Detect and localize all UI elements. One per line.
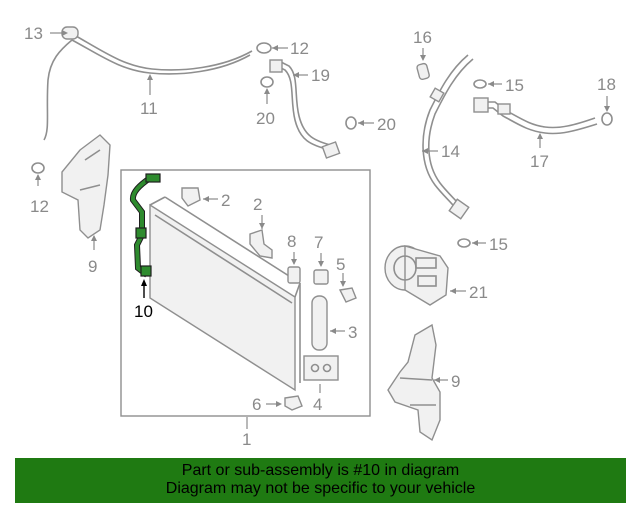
part-9-air-guide-left	[61, 134, 111, 239]
part-2-bracket-mid	[249, 229, 273, 259]
part-12-oring-top	[256, 42, 272, 54]
arrow-20b	[358, 120, 364, 126]
callout-8: 8	[287, 232, 296, 251]
callout-6: 6	[252, 395, 261, 414]
arrow-6	[276, 401, 282, 407]
part-18-oring	[601, 112, 613, 126]
arrow-14	[422, 148, 428, 154]
arrow-13	[62, 30, 68, 36]
arrow-5	[340, 281, 346, 287]
callout-12a: 12	[290, 39, 309, 58]
part-20-oring-left	[260, 76, 274, 88]
callout-20a: 20	[256, 109, 275, 128]
part-15-oring-top	[473, 79, 487, 89]
callout-11: 11	[140, 99, 158, 118]
callout-1: 1	[242, 430, 251, 449]
arrow-15b	[472, 240, 478, 246]
part-20-oring-right	[345, 116, 357, 130]
part-17-pipe	[473, 97, 598, 135]
arrow-7	[318, 261, 324, 267]
part-8-desiccant	[287, 266, 301, 284]
callout-19: 19	[311, 66, 330, 85]
part-16-cap	[416, 62, 430, 81]
part-21-compressor	[384, 245, 449, 306]
part-19-hose	[269, 59, 341, 159]
arrow-21	[450, 288, 456, 294]
part-6-bracket-bottom	[284, 395, 303, 411]
arrow-8	[291, 259, 297, 265]
arrow-12b	[35, 174, 41, 180]
part-10-highlighted-pipe	[129, 173, 161, 278]
info-banner: Part or sub-assembly is #10 in diagram D…	[15, 458, 626, 503]
arrow-16	[420, 55, 426, 61]
part-15-oring-bottom	[457, 238, 471, 248]
part-11-hose	[43, 26, 253, 141]
part-5-clip	[338, 287, 357, 303]
part-12-oring-left	[31, 162, 45, 174]
arrow-10	[141, 279, 147, 286]
arrow-12a	[272, 45, 278, 51]
arrow-18	[604, 106, 610, 112]
part-14-hose	[422, 54, 474, 220]
callout-16: 16	[413, 28, 432, 47]
arrow-9b	[434, 377, 440, 383]
callout-17: 17	[530, 152, 549, 171]
part-3-receiver-tank	[311, 295, 328, 351]
arrow-2a	[203, 196, 209, 202]
arrow-20a	[264, 88, 270, 94]
callout-3: 3	[348, 323, 357, 342]
callout-9b: 9	[451, 372, 460, 391]
parts-diagram: 13 11 12 19 20 20 16 14 15	[24, 24, 616, 449]
callout-4: 4	[313, 395, 322, 414]
arrow-19	[293, 72, 299, 78]
arrow-17	[537, 133, 543, 139]
part-1-condenser-core	[149, 196, 301, 392]
arrow-15a	[488, 81, 494, 87]
callout-21: 21	[469, 283, 488, 302]
part-4-gasket	[303, 355, 339, 381]
callout-13: 13	[24, 24, 43, 43]
callout-10: 10	[134, 302, 153, 321]
part-7-plug	[313, 269, 329, 285]
callout-15a: 15	[505, 76, 524, 95]
callout-20b: 20	[377, 115, 396, 134]
arrow-9a	[91, 235, 97, 241]
part-2-bracket-top	[181, 187, 201, 207]
part-9-air-guide-right	[387, 323, 441, 442]
callout-2a: 2	[221, 191, 230, 210]
arrow-2b	[259, 223, 265, 229]
callout-18: 18	[597, 75, 616, 94]
callout-9a: 9	[88, 257, 97, 276]
arrow-3	[330, 328, 336, 334]
callout-2b: 2	[253, 195, 262, 214]
callout-12b: 12	[30, 197, 49, 216]
callout-15b: 15	[489, 235, 508, 254]
condenser-assembly-frame	[120, 169, 371, 417]
arrow-11	[147, 74, 153, 80]
callout-7: 7	[314, 233, 323, 252]
callout-5: 5	[336, 255, 345, 274]
banner-line-1: Part or sub-assembly is #10 in diagram	[181, 462, 460, 479]
banner-line-2: Diagram may not be specific to your vehi…	[165, 480, 476, 497]
callout-14: 14	[441, 142, 460, 161]
